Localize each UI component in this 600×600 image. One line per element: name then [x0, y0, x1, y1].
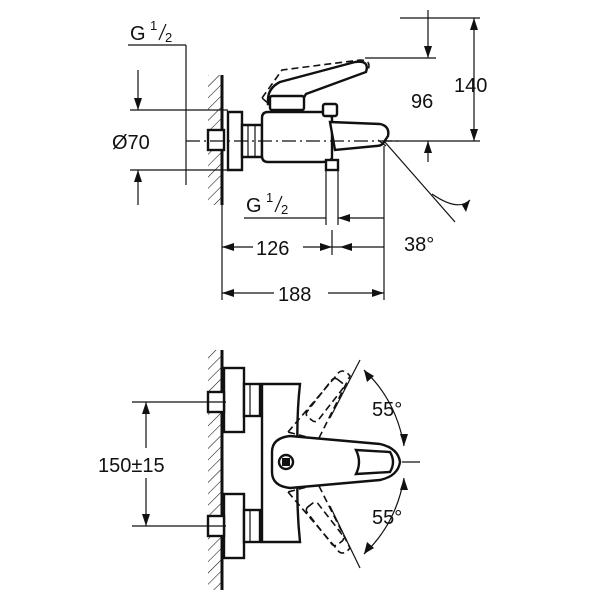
dim-150-mask: [96, 448, 196, 478]
lever-up-tip: [305, 377, 345, 423]
dim-140-label: 140: [454, 75, 487, 97]
shower-outlet: [324, 158, 340, 172]
angle-down-leader: [329, 505, 361, 569]
lever-grip: [353, 448, 395, 476]
dim-150-bottom-arrow: [142, 514, 150, 526]
spout-angle: 38°: [383, 140, 471, 256]
dim-126-right-arrow: [320, 243, 332, 251]
thread-label-bottom: G 1 2: [244, 190, 384, 222]
diameter-dimension: Ø70: [112, 70, 228, 205]
diameter-label: Ø70: [112, 132, 150, 154]
front-view: 150±15 55° 55°: [96, 350, 420, 590]
connector-lower: [242, 508, 262, 544]
lever-down-tip: [305, 501, 345, 547]
dim-96-top-arrow: [424, 46, 432, 58]
angle-38-arc: [431, 193, 471, 206]
dim-140-top-arrow: [470, 18, 478, 30]
inlet-nut-side: [206, 128, 226, 152]
angle-55-bottom-label: 55°: [372, 507, 402, 529]
rosette-lower: [222, 492, 246, 560]
angle-down-arrow-a: [400, 478, 408, 490]
dim-126-label: 126: [256, 238, 289, 260]
wall-hatch-bottom: [208, 350, 222, 590]
dim-150-top-arrow: [142, 402, 150, 414]
mixer-body-side: [260, 110, 334, 164]
lever-angles: 55° 55°: [329, 359, 420, 569]
spout-side: [328, 120, 390, 152]
angle-55-top-label: 55°: [372, 399, 402, 421]
thread-top-den: 2: [165, 30, 172, 45]
lever-cap-mark: [282, 458, 290, 466]
angle-38-label: 38°: [404, 234, 434, 256]
thread-label-top: G 1 2: [128, 18, 187, 185]
angle-up-arrow-a: [364, 370, 374, 382]
lever-front: [270, 434, 402, 490]
side-view: G 1 2 Ø70 96: [112, 10, 487, 306]
thread-top-slash: [158, 23, 167, 41]
connector-upper: [242, 382, 262, 418]
angle-38-leader: [383, 140, 456, 223]
angle-down-arrow-b: [364, 542, 374, 554]
thread-bottom-base: G: [246, 195, 262, 217]
centre-distance-dimension: 150±15: [96, 401, 226, 527]
dim-126-mask: [253, 233, 303, 259]
dia-top-arrow: [134, 98, 142, 110]
lever-base: [268, 94, 306, 112]
lever-side: [266, 60, 369, 106]
angle-up-arrow-b: [400, 434, 408, 446]
thread-bottom-slash: [274, 195, 283, 213]
dim-188-left-arrow: [222, 289, 234, 297]
dim-150-label: 150±15: [98, 455, 165, 477]
rosette-upper: [222, 366, 246, 434]
thread-top-num: 1: [150, 18, 157, 33]
dim-188-right-arrow: [372, 289, 384, 297]
thread-bottom-num: 1: [266, 190, 273, 205]
dim-96-label: 96: [411, 91, 433, 113]
dim-188-mask: [274, 279, 328, 305]
thread-bottom-den: 2: [281, 202, 288, 217]
length-dimensions: 126 188: [221, 146, 385, 306]
dim-126-tail-arrow: [340, 243, 352, 251]
dim-188-label: 188: [278, 284, 311, 306]
dim-140-bottom-arrow: [470, 129, 478, 141]
thread-bottom-arrow: [338, 214, 350, 222]
diverter-knob: [321, 102, 339, 118]
angle-38-arrow: [462, 200, 470, 212]
lever-rotated-up: [286, 370, 351, 441]
angle-up-leader: [329, 359, 361, 419]
height-dimensions: 96 140: [365, 10, 487, 162]
thread-top-base: G: [130, 23, 146, 45]
dim-126-left-arrow: [222, 243, 234, 251]
